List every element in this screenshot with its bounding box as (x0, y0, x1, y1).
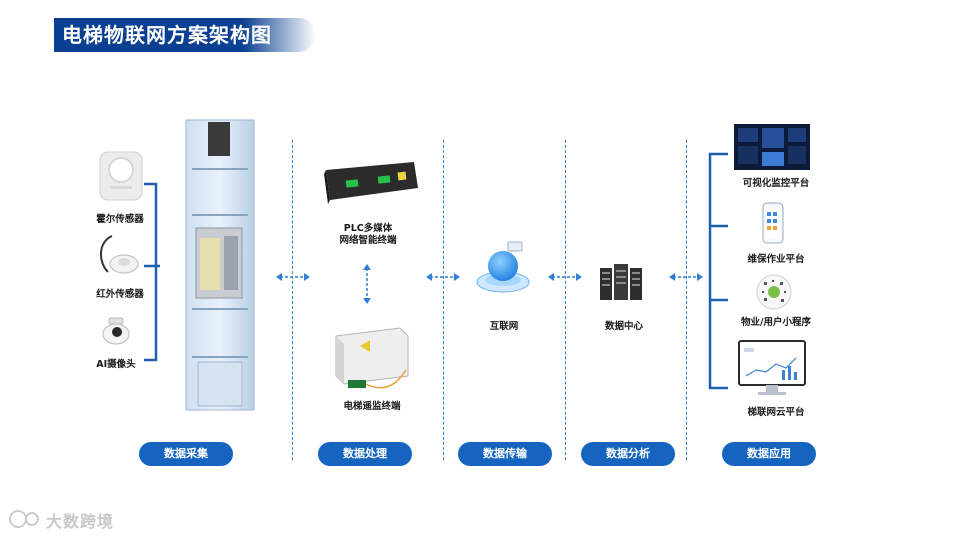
cloud-monitor-icon (738, 340, 806, 395)
miniprogram-label: 物业/用户小程序 (741, 317, 811, 328)
hall-sensor-icon (99, 151, 143, 201)
visual-platform-label: 可视化监控平台 (742, 178, 810, 189)
apps-bracket (708, 152, 728, 390)
watermark-text: 大数跨境 (46, 512, 115, 531)
arrow-plc-monitor (363, 264, 371, 304)
internet-globe-icon (476, 241, 530, 293)
arrow-transport-analysis (548, 273, 582, 281)
arrow-collect-process (276, 273, 310, 281)
datacenter-server-icon (600, 264, 642, 300)
elevator-shaft-image (185, 119, 255, 411)
arrow-analysis-app (669, 273, 703, 281)
stage-process-pill: 数据处理 (318, 442, 412, 466)
monitor-terminal-label: 电梯遥监终端 (343, 401, 401, 412)
maintenance-platform-label: 维保作业平台 (747, 254, 805, 265)
stage-analysis-pill: 数据分析 (581, 442, 675, 466)
camera-label: AI摄像头 (96, 359, 136, 370)
divider-2 (443, 140, 444, 460)
title-banner (54, 18, 316, 52)
camera-icon (102, 317, 130, 345)
divider-4 (686, 140, 687, 460)
infrared-sensor-label: 红外传感器 (96, 289, 144, 300)
datacenter-label: 数据中心 (604, 321, 643, 332)
infrared-sensor-icon (100, 235, 139, 274)
monitor-terminal-icon (335, 327, 409, 389)
miniprogram-qrcode-icon (756, 274, 792, 310)
stage-transport-pill: 数据传输 (458, 442, 552, 466)
divider-1 (292, 140, 293, 460)
plc-terminal-label-2: 网络智能终端 (339, 235, 397, 246)
plc-terminal-label-1: PLC多媒体 (343, 223, 393, 234)
hall-sensor-label: 霍尔传感器 (96, 214, 144, 225)
page-title: 电梯物联网方案架构图 (62, 23, 272, 47)
watermark-logo-icon (9, 510, 39, 528)
internet-label: 互联网 (489, 321, 519, 332)
stage-collect-pill: 数据采集 (139, 442, 233, 466)
cloud-platform-label: 梯联网云平台 (747, 407, 805, 418)
stage-application-pill: 数据应用 (722, 442, 816, 466)
divider-3 (565, 140, 566, 460)
maintenance-phone-icon (762, 202, 784, 244)
visual-dashboard-icon (734, 124, 810, 170)
plc-terminal-icon (324, 162, 418, 204)
arrow-process-transport (426, 273, 460, 281)
sensor-bracket (144, 182, 160, 362)
